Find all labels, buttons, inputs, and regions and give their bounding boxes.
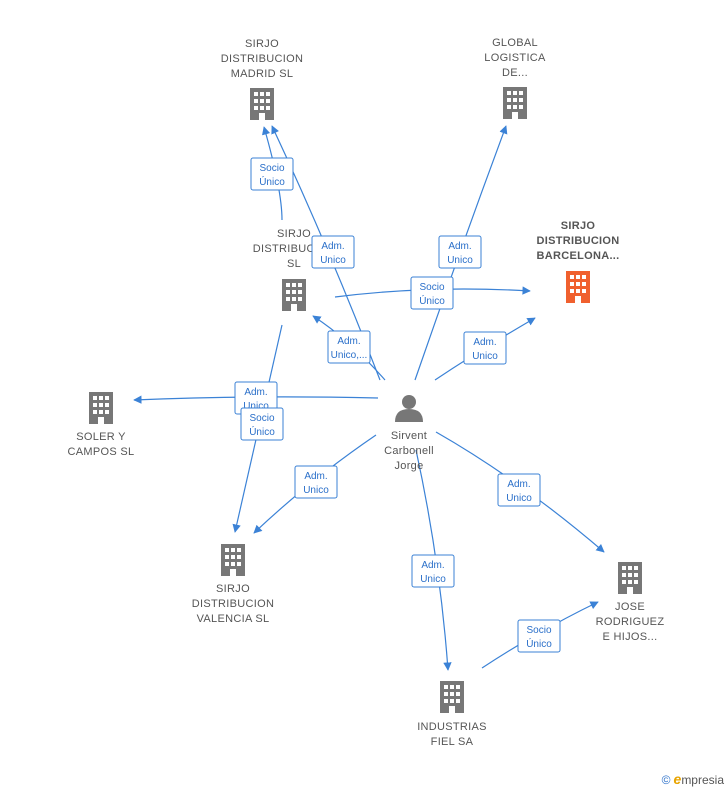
building-icon xyxy=(250,88,274,120)
edge-label-box xyxy=(517,619,561,653)
person-icon xyxy=(395,395,423,422)
edge-label-box xyxy=(411,554,455,588)
edge-label-person-to-global[interactable]: Adm. Unico xyxy=(438,235,482,269)
edge-label-box xyxy=(438,235,482,269)
edge-label-text: Único xyxy=(259,175,285,188)
edge-label-text: Unico xyxy=(303,485,329,496)
edge-label-box xyxy=(311,235,355,269)
edge-label-box xyxy=(250,157,294,191)
company-name-line: SIRJO xyxy=(216,583,250,595)
company-node-soler[interactable]: SOLER Y CAMPOS SL xyxy=(68,392,135,458)
edge-label-text: Socio xyxy=(249,413,274,424)
building-icon xyxy=(566,271,590,303)
edge-label-text: Unico xyxy=(320,255,346,266)
company-name-line: SIRJO xyxy=(561,220,596,232)
edge-label-person-to-jose[interactable]: Adm. Unico xyxy=(497,473,541,507)
edge-label-text: Socio xyxy=(419,282,444,293)
company-name-line: DISTRIBUCION xyxy=(221,53,303,65)
edge-label-text: Unico xyxy=(420,574,446,585)
edge-label-text: Adm. xyxy=(448,241,471,252)
company-name-line: SOLER Y xyxy=(76,431,126,443)
edge-label-text: Socio xyxy=(259,163,284,174)
company-name-line: VALENCIA SL xyxy=(197,613,270,625)
building-icon xyxy=(503,87,527,119)
edge-label-text: Adm. xyxy=(337,336,360,347)
edge-label-box xyxy=(410,276,454,310)
company-name-line: RODRIGUEZ xyxy=(596,616,665,628)
person-name-line: Carbonell xyxy=(384,445,434,457)
building-icon xyxy=(440,681,464,713)
company-name-line: E HIJOS... xyxy=(603,631,658,643)
edge-label-text: Único xyxy=(419,294,445,307)
edge-label-text: Adm. xyxy=(321,241,344,252)
building-icon xyxy=(282,279,306,311)
company-name-line: GLOBAL xyxy=(492,37,538,49)
building-icon xyxy=(221,544,245,576)
company-name-line: DISTRIBUCION xyxy=(536,235,619,247)
brand-logo-initial: e xyxy=(673,771,682,787)
edges-layer xyxy=(133,125,605,671)
edge-label-text: Adm. xyxy=(421,560,444,571)
person-name-line: Sirvent xyxy=(391,430,427,442)
edge-label-text: Socio xyxy=(526,625,551,636)
edge-label-text: Adm. xyxy=(304,471,327,482)
edge-label-box xyxy=(294,465,338,499)
edge-label-text: Unico xyxy=(472,351,498,362)
company-name-line: MADRID SL xyxy=(231,68,294,80)
edge-label-text: Único xyxy=(526,637,552,650)
company-node-industrias[interactable]: INDUSTRIAS FIEL SA xyxy=(417,681,487,748)
company-node-valencia[interactable]: SIRJO DISTRIBUCION VALENCIA SL xyxy=(192,544,274,625)
edge-label-person-to-industrias[interactable]: Adm. Unico xyxy=(411,554,455,588)
company-name-line: BARCELONA... xyxy=(536,250,619,262)
person-name-line: Jorge xyxy=(394,460,423,472)
brand-name: mpresia xyxy=(681,773,724,787)
company-node-jose[interactable]: JOSE RODRIGUEZ E HIJOS... xyxy=(596,562,665,643)
edge-label-box xyxy=(240,407,284,441)
edge-labels-layer: SocioÚnicoAdm.UnicoAdm.UnicoSocioÚnicoAd… xyxy=(234,157,561,653)
company-name-line: SL xyxy=(287,258,301,270)
edge-label-box xyxy=(463,331,507,365)
edge-label-text: Único xyxy=(249,425,275,438)
edge-label-person-to-valencia[interactable]: Adm. Unico xyxy=(294,465,338,499)
edge-label-box xyxy=(497,473,541,507)
edge-label-text: Adm. xyxy=(507,479,530,490)
company-node-madrid[interactable]: SIRJO DISTRIBUCION MADRID SL xyxy=(221,38,303,120)
company-name-line: CAMPOS SL xyxy=(68,446,135,458)
building-icon xyxy=(618,562,642,594)
edge-label-text: Unico xyxy=(506,493,532,504)
company-node-barcelona[interactable]: SIRJO DISTRIBUCION BARCELONA... xyxy=(536,220,619,303)
company-name-line: SIRJO xyxy=(277,228,311,240)
edge-label-text: Adm. xyxy=(473,337,496,348)
company-name-line: SIRJO xyxy=(245,38,279,50)
company-name-line: JOSE xyxy=(615,601,645,613)
building-icon xyxy=(89,392,113,424)
edge-label-text: Unico xyxy=(447,255,473,266)
edge-label-person-to-barcelona[interactable]: Adm. Unico xyxy=(463,331,507,365)
company-name-line: FIEL SA xyxy=(431,736,474,748)
company-name-line: LOGISTICA xyxy=(484,52,546,64)
edge-label-text: Unico,... xyxy=(331,350,368,361)
company-name-line: INDUSTRIAS xyxy=(417,721,487,733)
company-node-global[interactable]: GLOBAL LOGISTICA DE... xyxy=(484,37,546,119)
edge-label-text: Adm. xyxy=(244,387,267,398)
edge-label-person-to-madrid[interactable]: Adm. Unico xyxy=(311,235,355,269)
copyright-symbol: © xyxy=(661,773,671,787)
brand-watermark[interactable]: ©empresia xyxy=(662,771,724,787)
company-name-line: DISTRIBUCION xyxy=(192,598,274,610)
nodes-layer: SIRJO DISTRIBUCION MADRID SL GLOBAL LOGISTIC… xyxy=(68,37,665,748)
edge-label-box xyxy=(327,330,371,364)
edge-label-person-to-sirjo[interactable]: Adm. Unico,... xyxy=(327,330,371,364)
edge-label-text: Unico xyxy=(243,401,269,412)
company-name-line: DE... xyxy=(502,67,528,79)
